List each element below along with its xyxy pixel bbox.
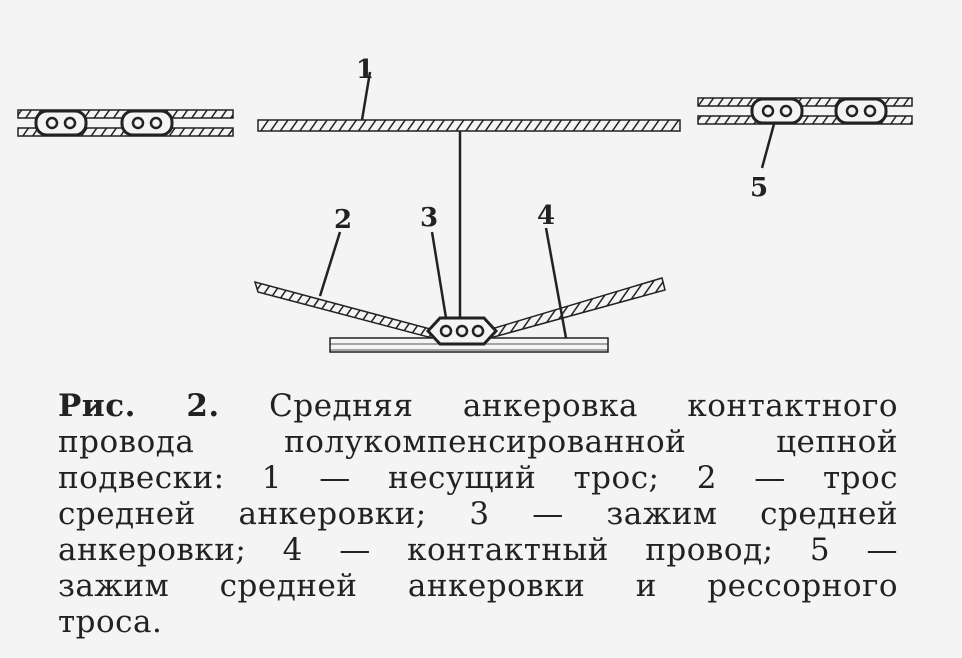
anchor-cable: [253, 231, 666, 339]
caption-line-1: Рис. 2. Средняя анкеровка контактного: [58, 388, 898, 424]
right-clamp-b: [834, 97, 888, 125]
anchor-clamp-leader: [430, 231, 448, 319]
caption-title: Средняя анкеровка контактного: [269, 388, 898, 424]
figure-number: Рис. 2.: [58, 388, 220, 424]
left-clamp-a: [34, 109, 88, 137]
figure-caption: Рис. 2. Средняя анкеровка контактного пр…: [58, 388, 898, 640]
label-2: 2: [334, 205, 352, 235]
label-3: 3: [420, 203, 438, 233]
left-clamp-b: [120, 109, 174, 137]
caption-line-3: подвески: 1 — несущий трос; 2 — трос: [58, 460, 898, 496]
spring-clamp-leader: [760, 123, 776, 169]
label-4: 4: [537, 201, 555, 231]
caption-line-6: зажим средней анкеровки и рессорного: [58, 568, 898, 604]
anchor-clamp: [425, 231, 499, 346]
contact-wire-leader: [544, 227, 568, 339]
right-spring-cable: [697, 97, 913, 169]
label-1: 1: [356, 55, 374, 85]
caption-line-5: анкеровки; 4 — контактный провод; 5 —: [58, 532, 898, 568]
anchoring-diagram: 1 5 2 4 3: [17, 55, 913, 353]
caption-line-7: троса.: [58, 604, 163, 640]
caption-line-2: провода полукомпенсированной цепной: [58, 424, 898, 460]
left-spring-cable: [17, 109, 234, 137]
label-5: 5: [750, 173, 768, 203]
carrier-cable: [257, 71, 681, 132]
caption-line-4: средней анкеровки; 3 — зажим средней: [58, 496, 898, 532]
carrier-cable-leader: [360, 71, 372, 121]
right-clamp-a: [750, 97, 804, 125]
anchor-cable-leader: [318, 231, 342, 297]
